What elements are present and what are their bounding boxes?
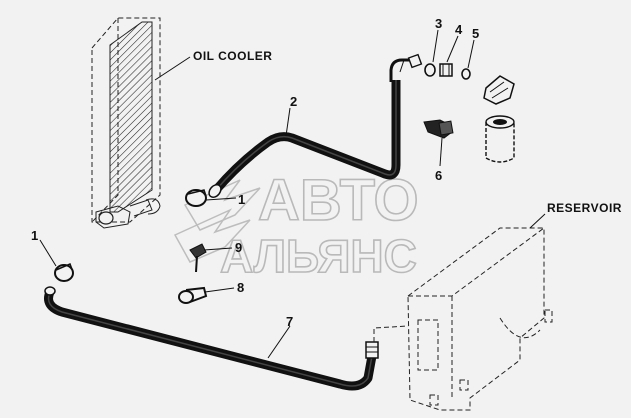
clamp-1-upper-part (185, 189, 237, 207)
reservoir-part (407, 213, 553, 411)
o-ring-5-part (461, 39, 475, 80)
fitting-6-part (423, 119, 454, 167)
hose-7-part (44, 286, 409, 391)
callout-2: 2 (290, 94, 297, 109)
watermark: АВТО АЛЬЯНС (173, 167, 419, 283)
filter-element-part (485, 115, 515, 163)
oil-cooler-label: OIL COOLER (193, 49, 272, 63)
callout-4: 4 (455, 22, 463, 37)
callout-8: 8 (237, 280, 244, 295)
clamp-8-part (178, 286, 235, 304)
callout-9: 9 (235, 240, 242, 255)
watermark-line-2: АЛЬЯНС (220, 230, 417, 282)
clamp-1-lower-part (39, 239, 74, 282)
callouts: 1 2 3 4 5 6 1 9 8 7 (31, 16, 479, 329)
o-ring-3-part (424, 29, 439, 77)
reservoir-label: RESERVOIR (547, 201, 622, 215)
fitting-4-part (439, 35, 459, 77)
callout-7: 7 (286, 314, 293, 329)
oil-cooler-part (91, 17, 191, 229)
filter-cap-part (483, 75, 515, 105)
callout-1-upper: 1 (238, 192, 245, 207)
callout-1-lower: 1 (31, 228, 38, 243)
hose-2-part (208, 53, 423, 199)
bolt-9-part (189, 243, 233, 273)
callout-5: 5 (472, 26, 479, 41)
callout-3: 3 (435, 16, 442, 31)
callout-6: 6 (435, 168, 442, 183)
watermark-logo (173, 179, 261, 263)
